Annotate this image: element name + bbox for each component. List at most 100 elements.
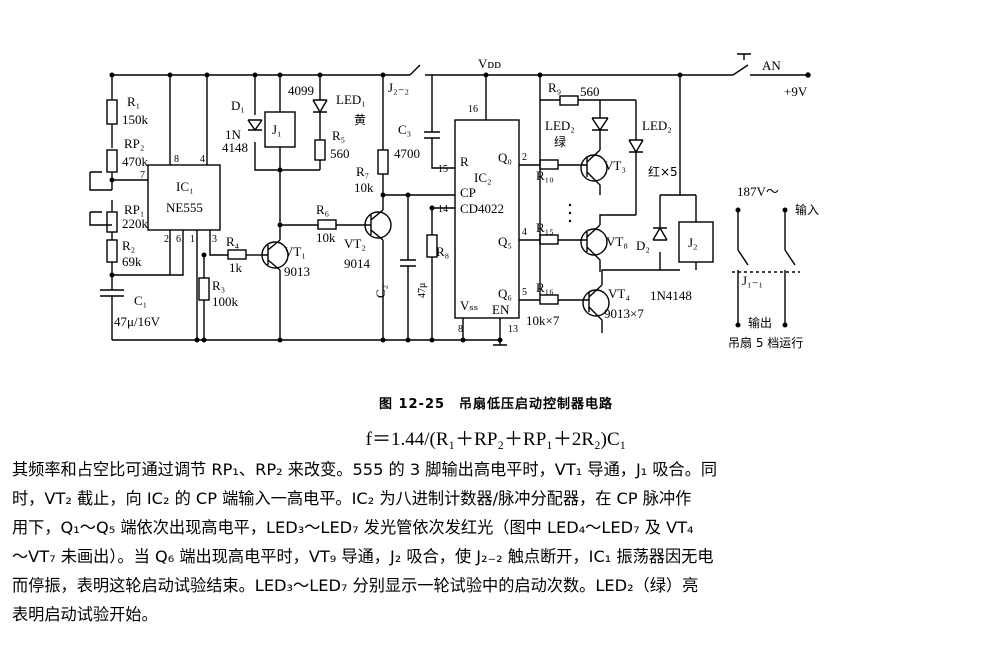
led1-label: LED₁ <box>336 92 366 107</box>
ic2-q6: Q₆ <box>498 286 512 301</box>
j22-label: J₂₋₂ <box>388 80 409 95</box>
circuit-wires <box>89 53 811 346</box>
r3-label: R₃ <box>212 278 225 293</box>
rp2-value: 470k <box>122 154 149 169</box>
ic1-type: NE555 <box>166 200 203 215</box>
ic2-pin14: 14 <box>438 204 448 215</box>
ic2-box <box>454 119 520 319</box>
paragraph-line: 用下，Q₁～Q₅ 端依次出现高电平，LED₃～LED₇ 发光管依次发红光（图中 … <box>12 518 694 537</box>
vt4-label: VT₄ <box>608 286 630 301</box>
body-paragraph: 其频率和占空比可通过调节 RP₁、RP₂ 来改变。555 的 3 脚输出高电平时… <box>12 455 984 629</box>
r7-label: R₇ <box>356 164 369 179</box>
vdd-label: Vᴅᴅ <box>478 56 501 71</box>
rp2-label: RP₂ <box>124 136 144 151</box>
supply-label: +9V <box>784 84 808 99</box>
paragraph-line: 其频率和占空比可通过调节 RP₁、RP₂ 来改变。555 的 3 脚输出高电平时… <box>12 460 718 479</box>
d2-type: 1N4148 <box>650 288 692 303</box>
ic1-pin4: 4 <box>200 154 205 165</box>
ic1-pin2: 2 <box>164 234 169 245</box>
input-label: 输入 <box>795 202 819 217</box>
rp1-value: 220k <box>122 216 149 231</box>
circuit-diagram: R₁ 150k RP₂ 470k RP₁ 220k R₂ 69k C₁ 47μ/… <box>89 53 819 350</box>
r5-value: 560 <box>330 146 350 161</box>
frequency-formula: f＝1.44/(R₁＋RP₂＋RP₁＋2R₂)C₁ <box>365 429 627 450</box>
vt4-type: 9013×7 <box>604 306 644 321</box>
paragraph-line: 时，VT₂ 截止，向 IC₂ 的 CP 端输入一高电平。IC₂ 为八进制计数器/… <box>12 489 692 508</box>
c3-label: C₃ <box>398 122 411 137</box>
ic1-box <box>147 164 221 231</box>
led2a-label: LED₂ <box>545 118 575 133</box>
j11-label: J₁₋₁ <box>742 273 763 288</box>
ic2-label: IC₂ <box>474 170 492 185</box>
d1-type: 1N <box>225 127 242 142</box>
d1-label: D₁ <box>231 98 245 113</box>
paragraph-line: ～VT₇ 未画出）。当 Q₆ 端出现高电平时，VT₉ 导通，J₂ 吸合，使 J₂… <box>12 547 714 566</box>
ic2-q5: Q₅ <box>498 234 512 249</box>
led1-color: 黄 <box>354 113 366 127</box>
paragraph-line: 表明启动试验开始。 <box>12 605 158 624</box>
r9-label: R₉ <box>548 80 561 95</box>
led2b-color: 红×5 <box>648 164 678 179</box>
vt2-label: VT₂ <box>344 236 366 251</box>
fan-run-label: 吊扇 5 档运行 <box>728 335 803 350</box>
r15-label: R₁₅ <box>536 220 554 235</box>
ic2-pin8: 8 <box>458 324 463 335</box>
r6-label: R₆ <box>316 202 329 217</box>
c1-label: C₁ <box>134 293 147 308</box>
vt2-type: 9014 <box>344 256 371 271</box>
r4-label: R₄ <box>226 234 240 249</box>
mains-label: 187V～ <box>737 184 779 199</box>
ic2-pin2: 2 <box>522 152 527 163</box>
ic1-pin6: 6 <box>176 234 181 245</box>
rp1-label: RP₁ <box>124 202 144 217</box>
j2-label: J₂ <box>688 235 698 250</box>
r2-label: R₂ <box>122 238 135 253</box>
ic2-pin16: 16 <box>468 104 478 115</box>
r4-value: 1k <box>229 260 243 275</box>
ic1-pin3: 3 <box>212 234 217 245</box>
figure-caption: 图 12-25 吊扇低压启动控制器电路 <box>378 397 614 412</box>
r3-value: 100k <box>212 294 239 309</box>
switch-an-label: AN <box>762 58 781 73</box>
d2-label: D₂ <box>636 238 650 253</box>
paragraph-line: 而停振，表明这轮启动试验结束。LED₃～LED₇ 分别显示一轮试验中的启动次数。… <box>12 576 699 595</box>
r8-label: R₈ <box>436 244 449 259</box>
r1-value: 150k <box>122 112 149 127</box>
c3-value: 4700 <box>394 146 420 161</box>
led2a-color: 绿 <box>554 134 566 149</box>
ic2-type: CD4022 <box>460 201 504 216</box>
c1-value: 47μ/16V <box>114 314 161 329</box>
ic2-reset: R <box>460 154 469 169</box>
ic1-label: IC₁ <box>176 179 194 194</box>
vt1-label: VT₁ <box>284 244 306 259</box>
r1-label: R₁ <box>127 94 140 109</box>
vt3-label: VT₃ <box>604 158 626 173</box>
ic2-vss: Vₛₛ <box>460 298 478 313</box>
vt1-type: 9013 <box>284 264 310 279</box>
relay1-type: 4099 <box>288 83 314 98</box>
led2b-label: LED₂ <box>642 118 672 133</box>
output-label: 输出 <box>748 315 772 330</box>
ic2-pin15: 15 <box>438 164 448 175</box>
r5-label: R₅ <box>332 128 345 143</box>
r16-label: R₁₆ <box>536 280 554 295</box>
ic2-en: EN <box>492 302 510 317</box>
ic1-pin7: 7 <box>140 170 145 181</box>
r16-value: 10k×7 <box>526 313 560 328</box>
c2-label: C₂ <box>373 285 388 298</box>
ic2-pin4: 4 <box>522 227 527 238</box>
r7-value: 10k <box>354 180 374 195</box>
ic2-pin5: 5 <box>522 287 527 298</box>
vt8-label: VT₈ <box>606 234 628 249</box>
j1-label: J₁ <box>272 122 282 137</box>
c2-value: 47μ <box>417 283 428 298</box>
ic1-pin1: 1 <box>190 234 195 245</box>
d1-type2: 4148 <box>222 140 248 155</box>
r10-label: R₁₀ <box>536 168 554 183</box>
ic2-q0: Q₀ <box>498 150 512 165</box>
circuit-nodes <box>109 72 788 343</box>
r9-value: 560 <box>580 84 600 99</box>
r2-value: 69k <box>122 254 142 269</box>
ic2-pin13: 13 <box>508 324 518 335</box>
ic2-cp: CP <box>460 185 476 200</box>
